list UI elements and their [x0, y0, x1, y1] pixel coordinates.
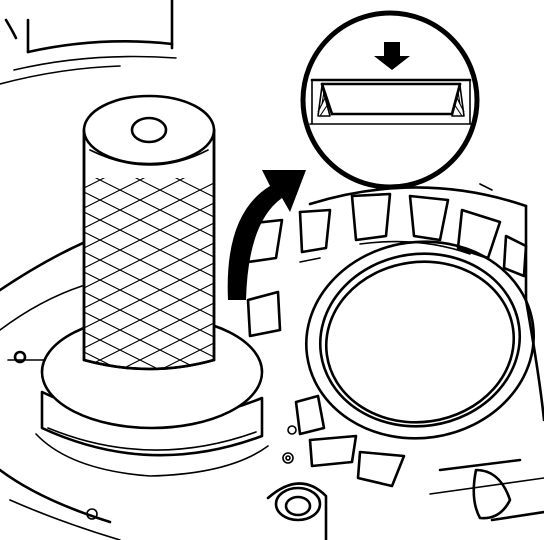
knurled-grip — [84, 178, 214, 369]
push-direction-arrow — [374, 42, 410, 70]
install-direction-arrow — [227, 170, 306, 300]
detail-callout — [300, 10, 480, 190]
oil-seal-installer-tool — [35, 94, 269, 477]
housing-boss — [266, 452, 328, 540]
seal-bore — [304, 240, 536, 440]
